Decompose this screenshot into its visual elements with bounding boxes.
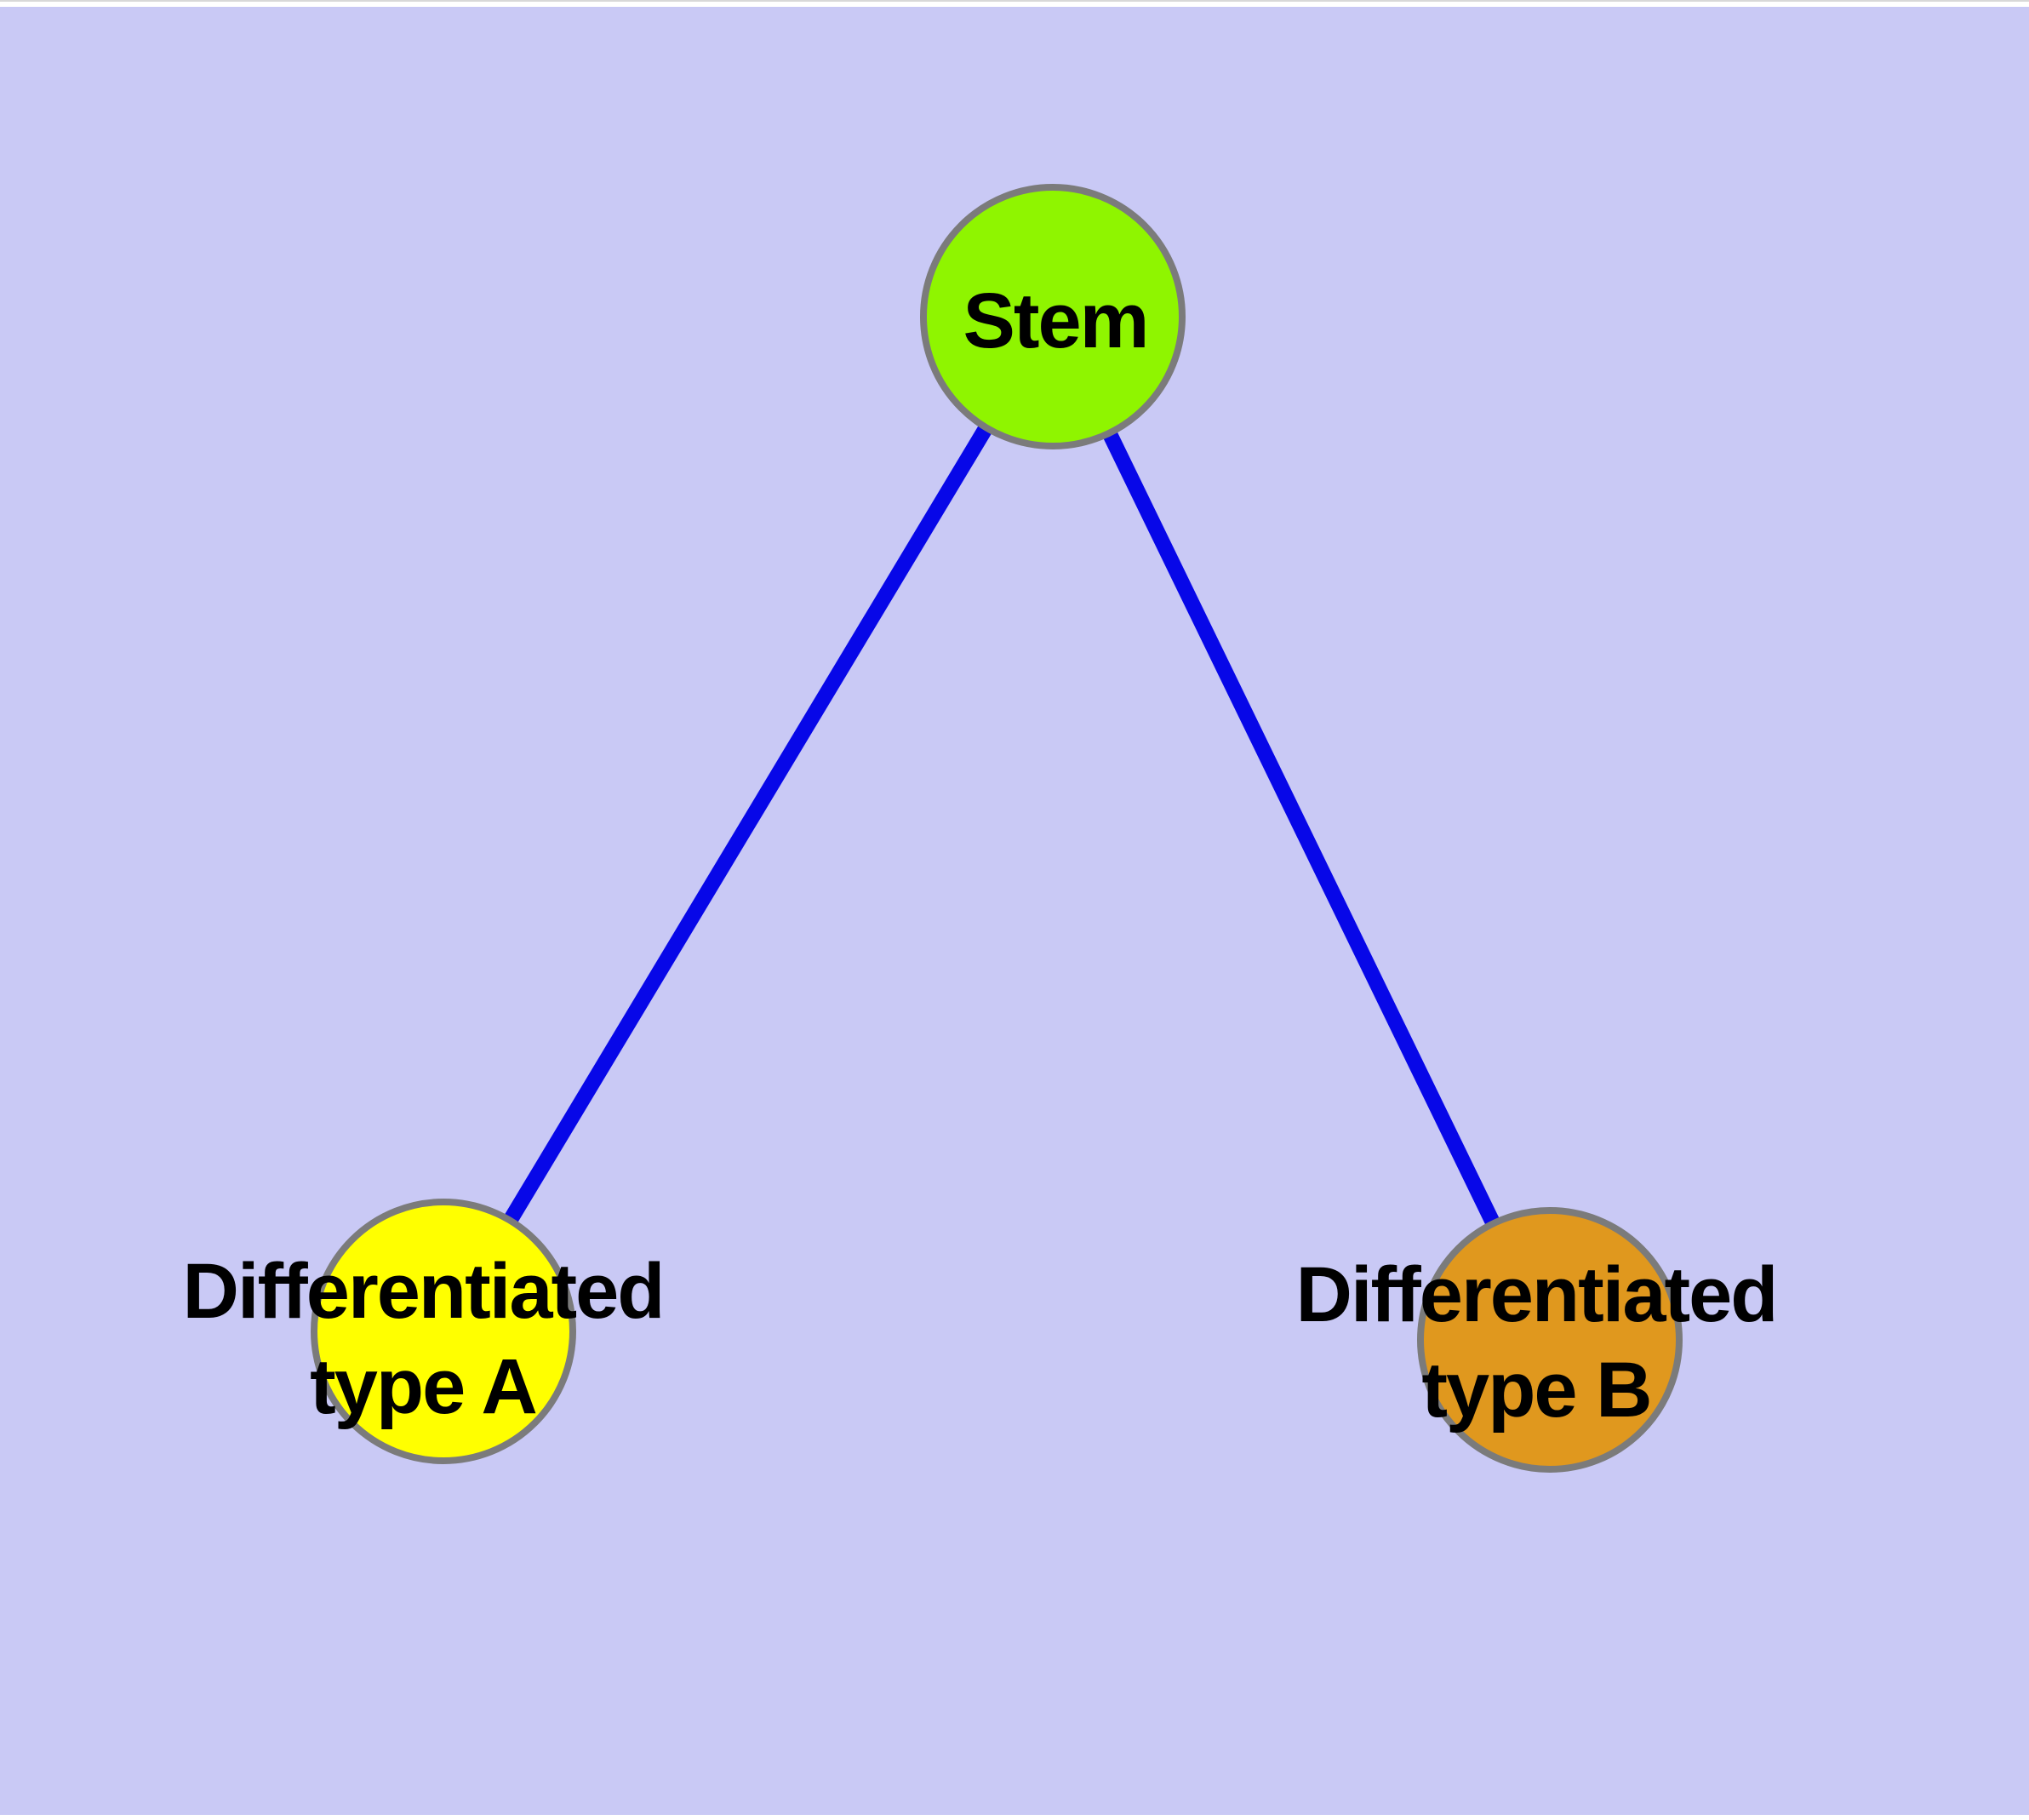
node-differentiated-type-b [1417,1207,1683,1473]
node-type-b-label-line-1: Differentiated [1296,1251,1777,1338]
node-stem [920,184,1186,449]
edge-stem-to-type-a [437,312,1060,1336]
node-type-a-label-line-2: type A [310,1343,536,1430]
node-type-a-label-line-1: Differentiated [183,1248,664,1335]
node-differentiated-type-a [311,1199,576,1464]
edge-stem-to-type-b [1045,313,1557,1343]
node-type-b-label-line-2: type B [1421,1347,1650,1434]
top-hairline [0,0,2029,2]
node-stem-label: Stem [963,278,1148,364]
